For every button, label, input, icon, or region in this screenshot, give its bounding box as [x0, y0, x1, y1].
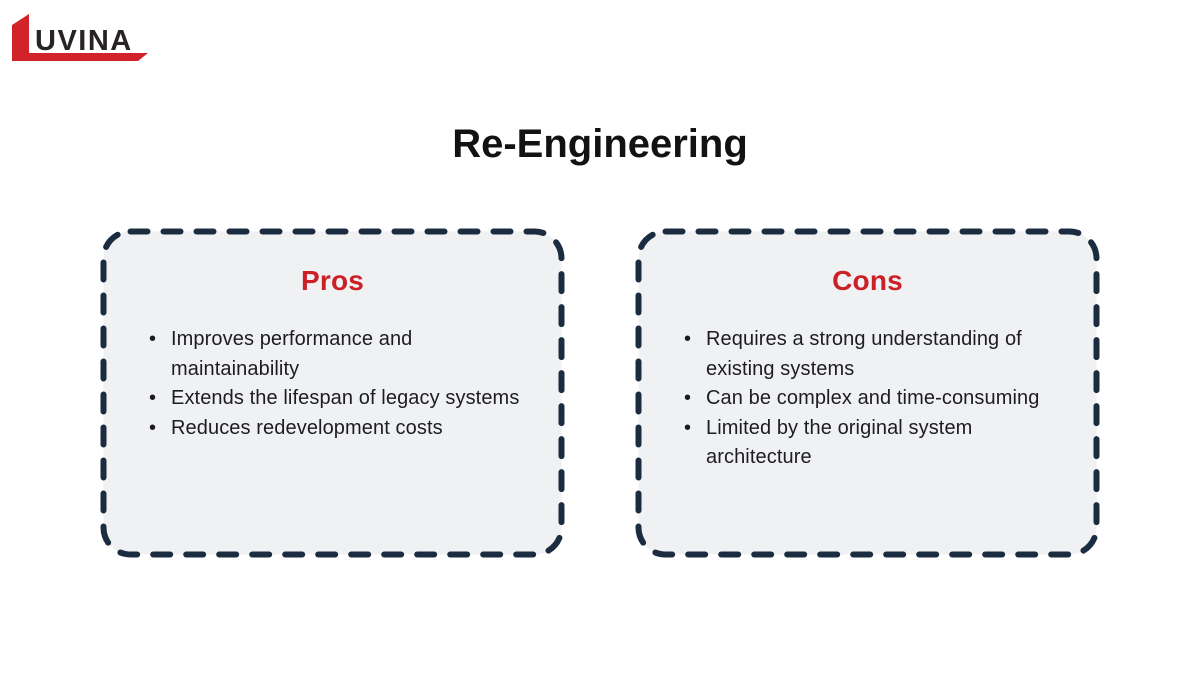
- luvina-logo: UVINA: [8, 10, 153, 66]
- cons-bullet-list: Requires a strong understanding of exist…: [635, 325, 1075, 473]
- pros-box: Pros Improves performance and maintainab…: [100, 228, 565, 558]
- bullet-item: Reduces redevelopment costs: [148, 414, 520, 444]
- cons-box: Cons Requires a strong understanding of …: [635, 228, 1100, 558]
- bullet-item: Improves performance and maintainability: [148, 325, 520, 384]
- pros-heading: Pros: [300, 265, 365, 296]
- logo-red-l-shape: [12, 14, 148, 61]
- bullet-item: Limited by the original system architect…: [683, 414, 1055, 473]
- luvina-logo-icon: UVINA: [12, 14, 148, 61]
- bullet-item: Requires a strong understanding of exist…: [683, 325, 1055, 384]
- logo-wordmark: UVINA: [35, 25, 133, 57]
- page-title: Re-Engineering: [452, 122, 748, 166]
- cons-heading: Cons: [832, 265, 903, 296]
- pros-bullet-list: Improves performance and maintainability…: [100, 325, 540, 443]
- bullet-item: Can be complex and time-consuming: [683, 384, 1055, 414]
- bullet-item: Extends the lifespan of legacy systems: [148, 384, 520, 414]
